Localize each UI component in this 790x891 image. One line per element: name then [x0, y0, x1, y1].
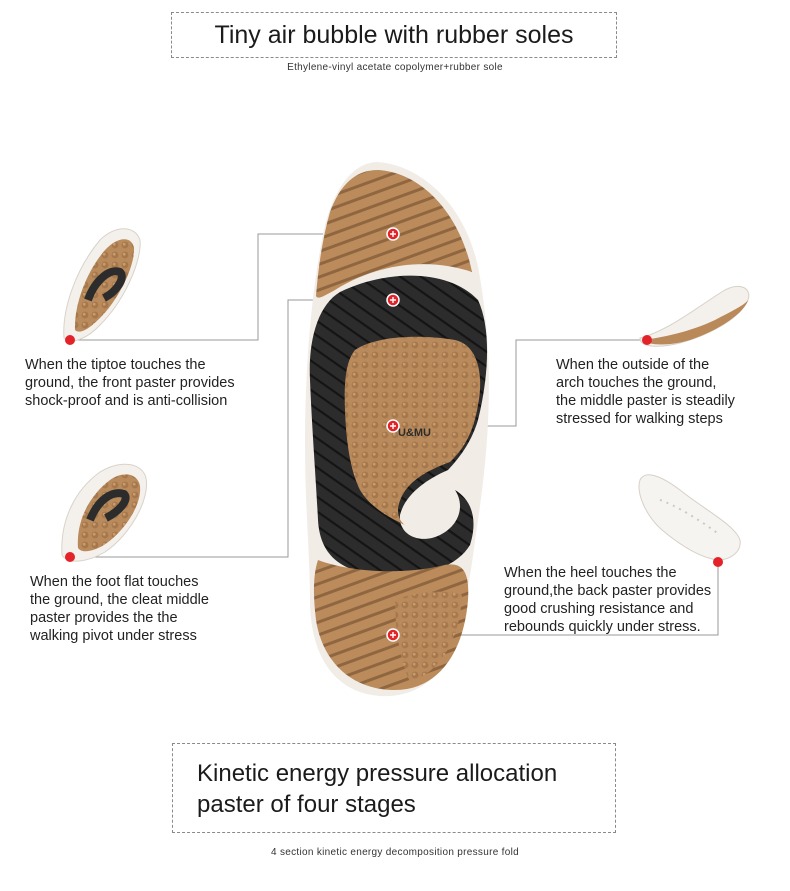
- sole-markers: [386, 227, 400, 642]
- caption-flat-line: When the foot flat touches: [30, 574, 199, 590]
- caption-arch: When the outside of the arch touches the…: [556, 356, 735, 428]
- thumbnail-heel: [638, 474, 741, 567]
- caption-arch-line: the middle paster is steadily: [556, 393, 735, 409]
- footer-title-line-1: Kinetic energy pressure allocation: [197, 760, 558, 787]
- caption-tiptoe-line: shock-proof and is anti-collision: [25, 393, 228, 409]
- caption-heel-line: ground,the back paster provides: [504, 583, 712, 599]
- caption-flat-line: walking pivot under stress: [30, 628, 197, 644]
- sole-brand: U&MU: [398, 427, 431, 439]
- footer-subtitle: 4 section kinetic energy decomposition p…: [271, 847, 519, 858]
- sole-heel-dots: [395, 591, 462, 682]
- header-title-box: Tiny air bubble with rubber soles: [171, 12, 617, 58]
- sole-swirl: [415, 489, 448, 527]
- sole-middle-paster: [344, 336, 481, 525]
- marker-dark: [386, 293, 400, 307]
- footer-title-box: Kinetic energy pressure allocation paste…: [172, 743, 616, 833]
- footer-title-line-2: paster of four stages: [197, 791, 416, 818]
- caption-heel-line: rebounds quickly under stress.: [504, 619, 701, 635]
- header-subtitle: Ethylene-vinyl acetate copolymer+rubber …: [287, 62, 503, 73]
- caption-heel-line: good crushing resistance and: [504, 601, 694, 617]
- thumbnail-arch: [639, 285, 750, 347]
- caption-heel-line: When the heel touches the: [504, 565, 677, 581]
- caption-tiptoe: When the tiptoe touches the ground, the …: [25, 356, 235, 410]
- caption-flat-line: the ground, the cleat middle: [30, 592, 209, 608]
- thumbnail-tiptoe: [63, 228, 141, 345]
- footer-title: Kinetic energy pressure allocation paste…: [197, 758, 557, 820]
- caption-arch-line: When the outside of the: [556, 357, 710, 373]
- caption-arch-line: arch touches the ground,: [556, 375, 717, 391]
- leader-heel: [393, 565, 719, 636]
- header-title: Tiny air bubble with rubber soles: [214, 21, 574, 49]
- caption-tiptoe-line: ground, the front paster provides: [25, 375, 235, 391]
- caption-arch-line: stressed for walking steps: [556, 411, 723, 427]
- caption-flat-line: paster provides the the: [30, 610, 178, 626]
- caption-heel: When the heel touches the ground,the bac…: [504, 564, 711, 636]
- caption-tiptoe-line: When the tiptoe touches the: [25, 357, 206, 373]
- marker-middle: [386, 419, 400, 433]
- marker-front: [386, 227, 400, 241]
- caption-flat: When the foot flat touches the ground, t…: [30, 573, 209, 645]
- marker-heel: [386, 628, 400, 642]
- thumbnail-flat: [61, 463, 147, 562]
